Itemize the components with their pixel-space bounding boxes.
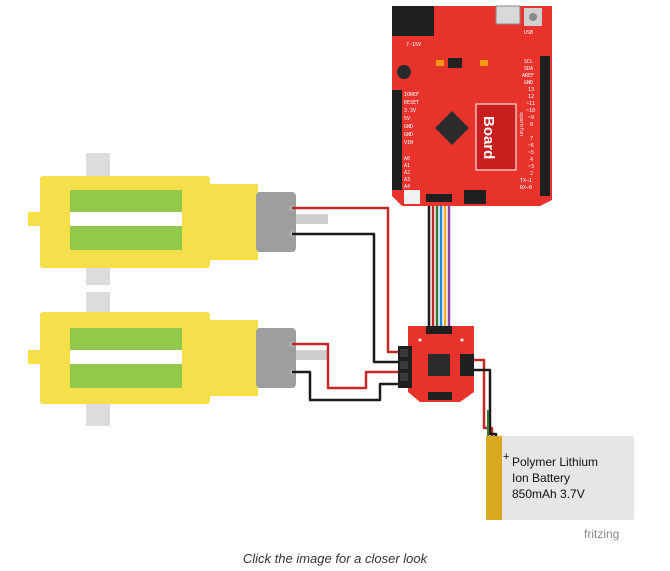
board-brand: sparkfun [518, 112, 524, 136]
power-jack [392, 6, 434, 36]
svg-text:AREF: AREF [522, 73, 534, 79]
board-name: Board [480, 116, 497, 159]
svg-text:A0: A0 [404, 156, 410, 162]
battery-line2: Ion Battery [512, 471, 570, 485]
battery-line1: Polymer Lithium [512, 455, 598, 469]
board-labels: 7-15V USB IOREF RESET 3.3V 5V GND GND VI… [404, 30, 535, 197]
svg-text:~6: ~6 [528, 143, 534, 149]
svg-text:13: 13 [528, 87, 534, 93]
gear-motor-top [28, 153, 328, 285]
svg-text:RESET: RESET [404, 100, 419, 106]
svg-text:~3: ~3 [528, 164, 534, 170]
svg-text:3.3V: 3.3V [404, 108, 416, 114]
gear-motor-bottom [28, 292, 328, 426]
fritzing-watermark: fritzing [584, 527, 619, 541]
svg-text:~10: ~10 [526, 108, 535, 114]
svg-text:A2: A2 [404, 170, 410, 176]
svg-text:GND: GND [524, 80, 533, 86]
svg-text:4: 4 [530, 157, 533, 163]
driver-chip [428, 354, 450, 376]
svg-text:TX→1: TX→1 [520, 178, 532, 184]
battery-line3: 850mAh 3.7V [512, 487, 585, 501]
svg-text:~11: ~11 [526, 101, 535, 107]
wire-motor1-black [292, 232, 408, 364]
battery-terminal-block [460, 354, 474, 376]
power-label: 7-15V [406, 42, 421, 48]
svg-text:~5: ~5 [528, 150, 534, 156]
wires [292, 198, 498, 446]
svg-text:SCL: SCL [524, 59, 533, 65]
wiring-diagram[interactable]: 7-15V USB IOREF RESET 3.3V 5V GND GND VI… [0, 0, 670, 545]
svg-text:A4: A4 [404, 184, 410, 190]
svg-text:SDA: SDA [524, 66, 533, 72]
svg-text:2: 2 [530, 171, 533, 177]
motor-driver-board [398, 326, 474, 402]
battery-plus: + [503, 451, 509, 463]
svg-text:A1: A1 [404, 163, 410, 169]
wire-motor2-black [292, 370, 408, 402]
wire-motor2-red [292, 342, 408, 390]
svg-text:VIN: VIN [404, 140, 413, 146]
svg-text:GND: GND [404, 124, 413, 130]
usb-port [495, 5, 521, 25]
svg-text:7: 7 [530, 136, 533, 142]
svg-text:8: 8 [530, 122, 533, 128]
svg-text:~9: ~9 [528, 115, 534, 121]
figure-caption: Click the image for a closer look [242, 551, 428, 566]
svg-text:RX←0: RX←0 [520, 185, 532, 191]
svg-text:A3: A3 [404, 177, 410, 183]
svg-text:GND: GND [404, 132, 413, 138]
svg-text:5V: 5V [404, 116, 410, 122]
svg-text:12: 12 [528, 94, 534, 100]
wire-motor1-red [292, 206, 408, 354]
lipo-battery: + Polymer Lithium Ion Battery 850mAh 3.7… [486, 436, 634, 520]
capacitor [397, 65, 411, 79]
usb-label: USB [524, 30, 533, 36]
svg-text:IOREF: IOREF [404, 92, 419, 98]
redboard-microcontroller [392, 5, 552, 206]
svg-text:A5: A5 [404, 191, 410, 197]
